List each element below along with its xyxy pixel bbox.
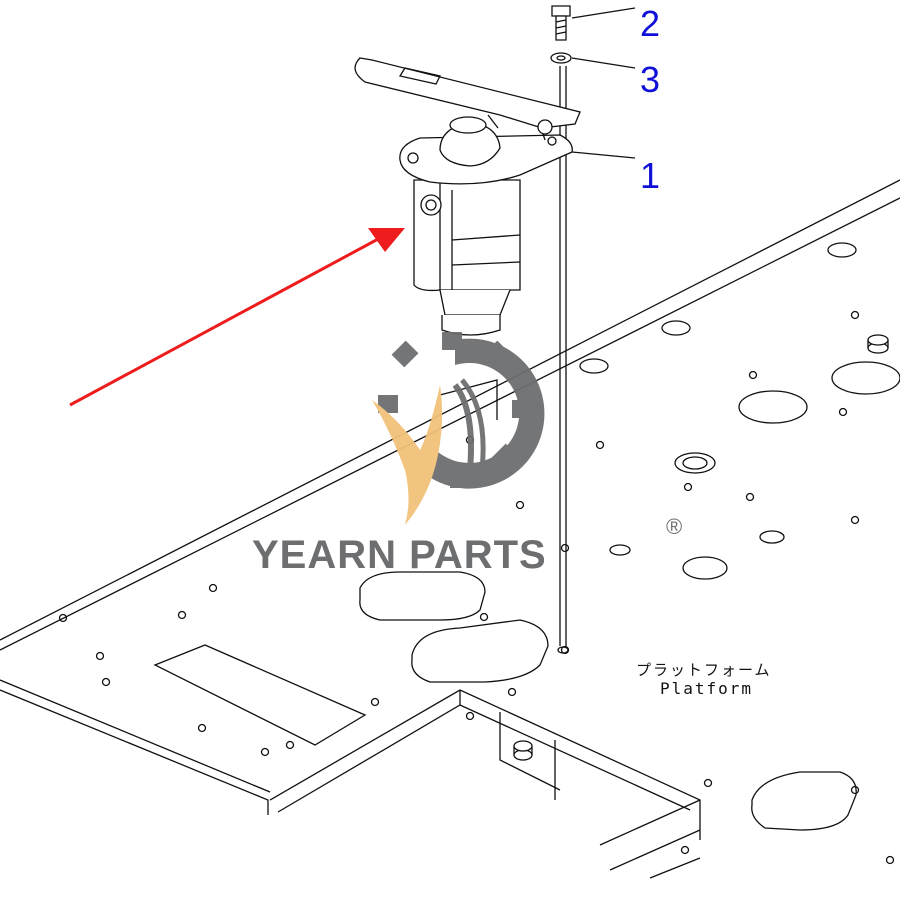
bolt-and-washer [550,5,572,64]
watermark-registered-mark: ® [666,514,682,539]
callout-number-1: 1 [640,155,660,196]
callout-number-2: 2 [640,3,660,44]
watermark-brand: YEARN PARTS [252,533,547,577]
platform-label-english: Platform [660,679,753,698]
callout-leaders [571,7,636,159]
red-arrow-icon [69,228,405,407]
platform-plate [0,179,900,879]
pedal-valve [354,57,581,336]
small-holes [58,310,895,865]
callout-number-3: 3 [640,59,660,100]
bolt-leader [557,66,569,654]
platform-label-japanese: プラットフォーム [636,661,772,679]
gear-logo-icon [372,332,545,525]
